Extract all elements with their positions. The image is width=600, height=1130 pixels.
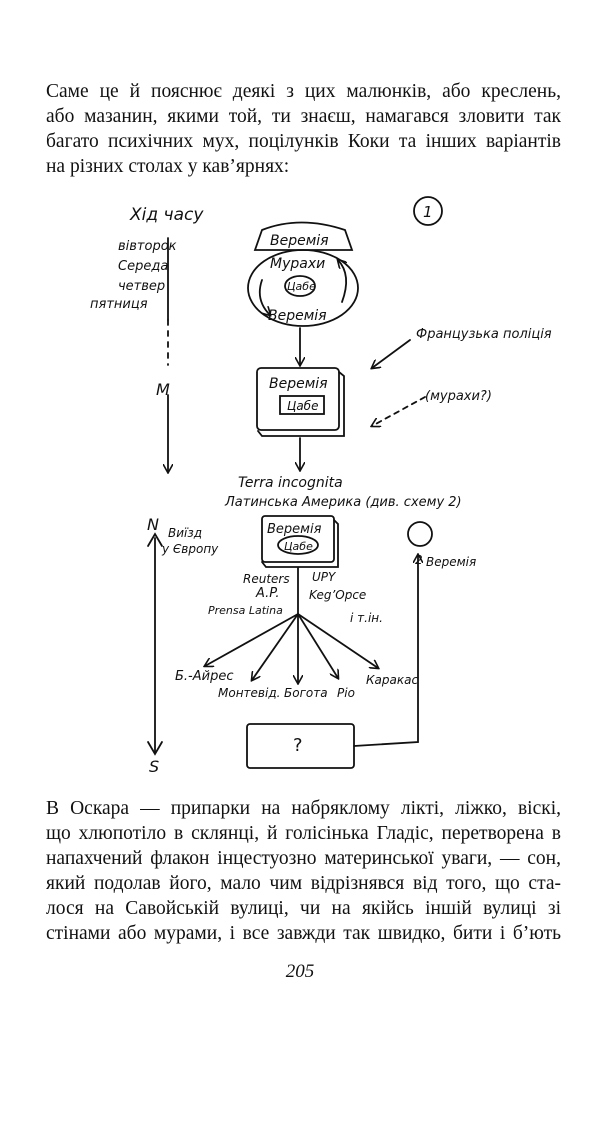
agency-upy: UPY [312, 570, 337, 584]
ants-question-label: (мурахи?) [425, 389, 492, 404]
city-montevideo: Монтевід. [218, 686, 280, 700]
text-line: В Оскара — припарки на набряклому лікті,… [46, 798, 561, 819]
exit-label: у Європу [161, 542, 219, 556]
north-label: N [147, 515, 159, 534]
south-label: S [149, 757, 159, 776]
time-axis-label: Хід часу [129, 205, 204, 225]
lower-inner-label: Цабе [284, 540, 313, 553]
text-line: на різних столах у кав’ярнях: [46, 156, 290, 177]
question-mark: ? [293, 735, 303, 756]
top-block-label: Веремія [270, 233, 329, 249]
day-label: вівторок [118, 239, 177, 254]
text-line: який подолав його, мало чим відрізнявся … [46, 873, 561, 894]
feedback-arrow [353, 555, 418, 747]
paragraph-1: Саме це й пояснює деякі з цих малюнків, … [46, 79, 561, 179]
veremiia-right-label: Веремія [426, 555, 476, 569]
text-line: лося на Савойській вулиці, чи на якійсь … [46, 898, 561, 919]
middle-box-label: Веремія [269, 376, 328, 392]
city-rio: Ріо [337, 686, 355, 700]
agency-etc: і т.ін. [350, 611, 383, 625]
hand-drawn-diagram: Хід часу вівторок Середа четвер пятниця … [90, 196, 552, 776]
text-line: Саме це й пояснює деякі з цих малюнків, … [46, 81, 561, 102]
text-line: стінами або мурами, і все завжди так шви… [46, 923, 561, 944]
day-label: Середа [118, 259, 168, 274]
tsabe-label: Цабе [287, 280, 316, 293]
agency-keg: Keg’Opce [309, 588, 366, 602]
circle-one-label: 1 [423, 203, 433, 221]
lower-box [261, 515, 335, 563]
day-label: четвер [118, 279, 165, 294]
arrow-ba [205, 613, 299, 666]
ants-oval [247, 249, 359, 327]
city-buenos-aires: Б.-Айрес [175, 669, 233, 684]
page-number: 205 [285, 961, 315, 982]
bottom-arc-label: Веремія [268, 308, 327, 324]
text-line: що хлюпотіло в склянці, й голісінька Гла… [46, 823, 561, 844]
text-line: багато психічних мух, поцілунків Коки та… [46, 131, 561, 152]
middle-inner-label: Цабе [287, 399, 318, 413]
ants-arrow [372, 396, 426, 426]
arrow-montevideo [252, 613, 299, 680]
paragraph-2: В Оскара — припарки на набряклому лікті,… [46, 796, 561, 946]
latin-america-label: Латинська Америка (див. схему 2) [224, 495, 462, 510]
lower-box-label: Веремія [267, 522, 322, 537]
arrow-caracas [297, 613, 378, 668]
circle-one [413, 196, 443, 226]
top-block-shape [253, 221, 354, 251]
lower-inner-oval [277, 535, 319, 555]
terra-label: Terra incognita [238, 475, 343, 491]
middle-inner-box [279, 395, 325, 415]
ants-label: Мурахи [270, 256, 325, 272]
agency-prensa: Prensa Latina [208, 604, 283, 617]
agency-reuters: Reuters [243, 572, 290, 586]
police-arrow [372, 339, 411, 368]
exit-label: Виїзд [168, 526, 202, 540]
text-line: або мазанин, якими той, ти знаєш, намага… [46, 106, 561, 127]
day-label: пятниця [90, 297, 148, 312]
tsabe-oval [284, 275, 316, 297]
circle-two [407, 521, 433, 547]
arrow-rio [297, 613, 338, 678]
circle-two-label: 2 [415, 553, 423, 567]
city-bogota: Богота [284, 686, 328, 700]
agency-ap: A.P. [255, 586, 279, 601]
middle-box [256, 367, 340, 431]
french-police-label: Французька поліція [416, 327, 552, 342]
text-line: напахчений флакон інцестуозно материнськ… [46, 848, 561, 869]
m-marker: М [156, 380, 170, 399]
city-caracas: Каракас [366, 673, 418, 687]
